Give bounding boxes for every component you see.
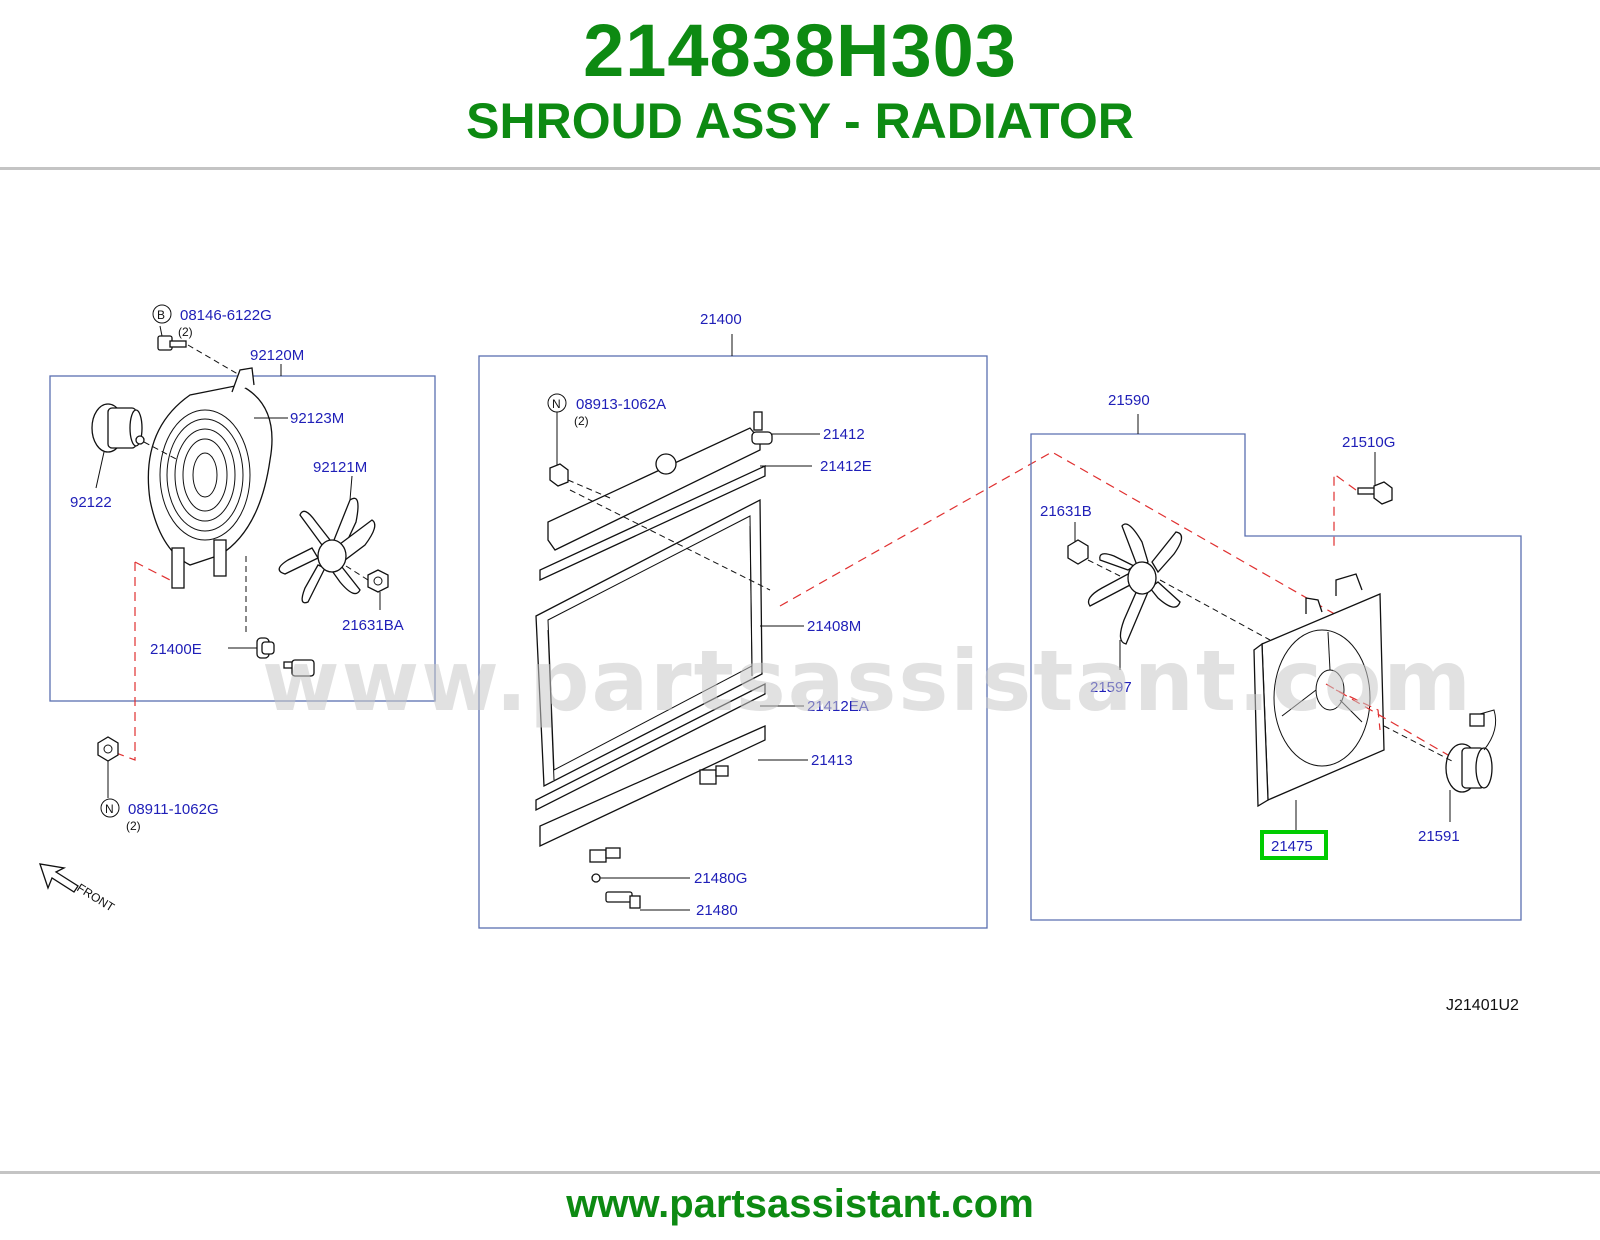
- badge-b: [152, 304, 172, 324]
- callout-21597[interactable]: 21597: [1090, 679, 1132, 696]
- fan-shroud-92123m: [147, 367, 273, 589]
- front-arrow-icon: [39, 863, 79, 893]
- callout-08913[interactable]: 08913-1062A: [576, 396, 666, 413]
- nut-08911: [97, 736, 119, 762]
- callout-92121m[interactable]: 92121M: [313, 459, 367, 476]
- radiator-group: 21400 N 08913-1062A (2) 21412 21412E: [478, 311, 1381, 929]
- callout-21408m[interactable]: 21408M: [807, 618, 861, 635]
- parts-diagram: 92120M B 08146-6122G (2) 92123M: [39, 304, 1522, 1014]
- fan-blade-92121m: [278, 497, 376, 604]
- packing-21412e: [539, 464, 766, 582]
- radiator-core-21408m: [535, 498, 763, 788]
- qty-08913: (2): [574, 414, 589, 428]
- qty-08146: (2): [178, 325, 193, 339]
- upper-tank-21412: [547, 411, 773, 551]
- nut-21631ba: [367, 569, 389, 593]
- callout-21480[interactable]: 21480: [696, 902, 738, 919]
- callout-08911[interactable]: 08911-1062G: [128, 801, 219, 818]
- callout-21412e[interactable]: 21412E: [820, 458, 872, 475]
- callout-92123m[interactable]: 92123M: [290, 410, 344, 427]
- part-number-title: 214838H303: [583, 9, 1017, 92]
- callout-21480g[interactable]: 21480G: [694, 870, 747, 887]
- lower-tank-21413: [539, 724, 766, 848]
- callout-21413[interactable]: 21413: [811, 752, 853, 769]
- shroud-group: 21590 21510G 21631B 21597: [1030, 392, 1522, 921]
- part-name-subtitle: SHROUD ASSY - RADIATOR: [466, 93, 1134, 149]
- callout-92122[interactable]: 92122: [70, 494, 112, 511]
- grommet-21400e: [256, 637, 275, 659]
- page-header: 214838H303 SHROUD ASSY - RADIATOR: [0, 0, 1600, 170]
- bolt-21510g: [1357, 481, 1393, 505]
- callout-21631b[interactable]: 21631B: [1040, 503, 1092, 520]
- callout-21591[interactable]: 21591: [1418, 828, 1460, 845]
- callout-92120m[interactable]: 92120M: [250, 347, 304, 364]
- front-label: FRONT: [74, 881, 117, 915]
- footer-url-link[interactable]: www.partsassistant.com: [566, 1182, 1034, 1226]
- bolt-08146: [157, 335, 187, 351]
- fan-motor-92122: [91, 403, 145, 453]
- footer-divider: [0, 1171, 1600, 1174]
- qty-08911: (2): [126, 819, 141, 833]
- fan-motor-21591: [1445, 709, 1497, 793]
- callout-21400e[interactable]: 21400E: [150, 641, 202, 658]
- callout-21412[interactable]: 21412: [823, 426, 865, 443]
- highlight-21475[interactable]: [1260, 830, 1328, 860]
- fan-shroud-21475: [1253, 573, 1385, 808]
- callout-21631ba[interactable]: 21631BA: [342, 617, 404, 634]
- watermark: www.partsassistant.com: [262, 632, 1473, 730]
- callout-21590[interactable]: 21590: [1108, 392, 1150, 409]
- badge-n-08913-letter: N: [552, 397, 561, 411]
- callout-08146[interactable]: 08146-6122G: [180, 307, 272, 324]
- badge-n-08911-letter: N: [105, 802, 114, 816]
- packing-21412ea: [535, 682, 766, 812]
- drain-cock-21480: [589, 847, 641, 909]
- callout-21475[interactable]: 21475: [1271, 838, 1313, 855]
- nut-21631b: [1067, 539, 1089, 565]
- left-fan-group: 92120M B 08146-6122G (2) 92123M: [39, 304, 436, 915]
- frame-21590: [1030, 433, 1522, 921]
- fan-blade-21597: [1087, 523, 1183, 645]
- badge-n-08911: [100, 798, 120, 818]
- nut-08913: [549, 463, 569, 487]
- bolt-21400e: [283, 659, 315, 677]
- callout-21400[interactable]: 21400: [700, 311, 742, 328]
- callout-21412ea[interactable]: 21412EA: [807, 698, 869, 715]
- diagram-code: J21401U2: [1446, 997, 1519, 1014]
- badge-b-letter: B: [157, 308, 165, 322]
- frame-21400: [478, 355, 988, 929]
- header-divider: [0, 167, 1600, 170]
- callout-21510g[interactable]: 21510G: [1342, 434, 1395, 451]
